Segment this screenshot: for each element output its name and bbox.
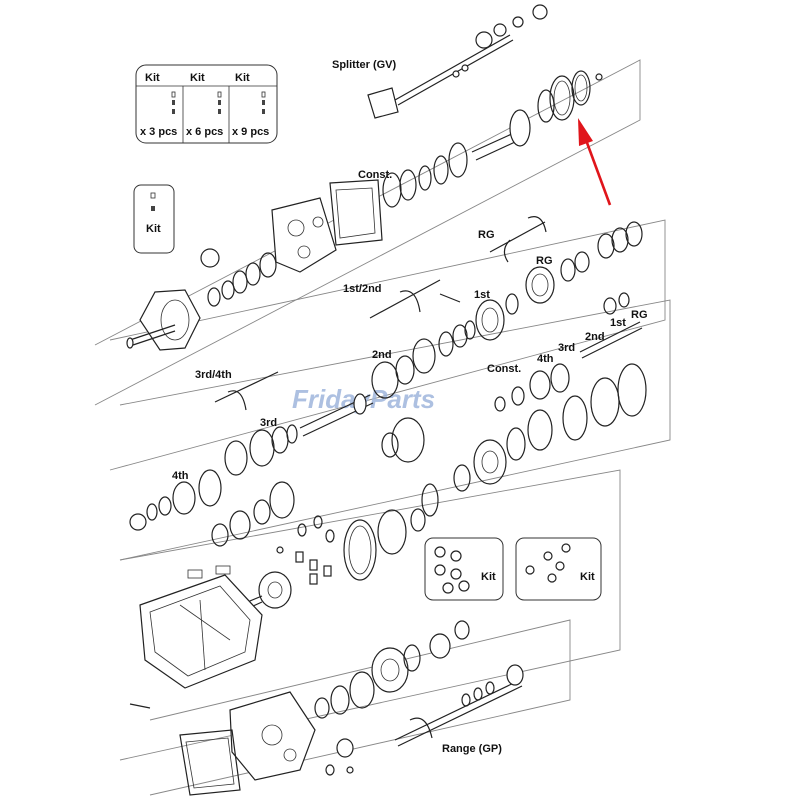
third-cs-label: 3rd <box>558 342 575 354</box>
input-rings <box>200 248 277 307</box>
kit-qty-1: x 3 pcs <box>140 126 177 138</box>
kit-header-1: Kit <box>145 72 160 84</box>
second-gear <box>371 324 468 399</box>
const-gears-top <box>382 142 468 208</box>
kit-table: Kit Kit Kit x 3 pcs x 6 pcs x 9 pcs <box>135 64 278 144</box>
kit-qty-2: x 6 pcs <box>186 126 223 138</box>
kit-header-2: Kit <box>190 72 205 84</box>
front-cover <box>329 179 383 246</box>
kit-qty-3: x 9 pcs <box>232 126 269 138</box>
const-mid-label: Const. <box>487 363 521 375</box>
splitter-shaft <box>367 4 548 119</box>
bearing-kit-2-label: Kit <box>580 571 595 583</box>
small-kit-label: Kit <box>146 223 161 235</box>
synchro-rings-left <box>211 481 295 547</box>
first-cs-label: 1st <box>610 317 626 329</box>
red-arrow <box>578 118 612 206</box>
rear-gasket <box>179 729 241 796</box>
fork-1st-2nd <box>369 279 461 319</box>
range-shaft <box>394 664 524 747</box>
countershaft <box>494 292 643 412</box>
rg-gears <box>525 221 643 304</box>
main-housing <box>139 565 263 689</box>
rg-fork <box>489 216 547 263</box>
range-label: Range (GP) <box>442 743 502 755</box>
second-gear-label: 2nd <box>372 349 392 361</box>
third-gear-label: 3rd <box>260 417 277 429</box>
third-gear <box>224 424 298 476</box>
fourth-cs-label: 4th <box>537 353 554 365</box>
bottom-small-parts <box>129 703 354 776</box>
const-top-label: Const. <box>358 169 392 181</box>
rg-top-label: RG <box>478 229 495 241</box>
front-housing <box>271 197 337 273</box>
fork-3rd-4th-label: 3rd/4th <box>195 369 232 381</box>
planetary-ring <box>343 508 426 581</box>
fourth-gear-label: 4th <box>172 470 189 482</box>
first-gear <box>464 293 519 341</box>
splitter-title: Splitter (GV) <box>332 59 397 71</box>
bearing-kit-box-1: Kit <box>424 537 504 601</box>
mainshaft-top <box>471 70 603 161</box>
planet-pins <box>276 515 335 585</box>
bearing-kit-box-2: Kit <box>515 537 602 601</box>
fork-1st-2nd-label: 1st/2nd <box>343 283 382 295</box>
rear-cover <box>229 691 316 781</box>
first-gear-label: 1st <box>474 289 490 301</box>
mainshaft-middle <box>299 393 374 437</box>
fourth-gear <box>129 469 222 531</box>
kit-header-3: Kit <box>235 72 250 84</box>
kit-pin-icon <box>171 91 266 114</box>
rg-cs-label: RG <box>631 309 648 321</box>
bearing-kit-1-label: Kit <box>481 571 496 583</box>
fork-3rd-4th <box>214 371 279 411</box>
plate-outlines <box>94 59 671 796</box>
small-kit-box: Kit <box>133 184 175 254</box>
range-flange <box>314 620 470 719</box>
rg-mid-label: RG <box>536 255 553 267</box>
bell-housing <box>126 289 201 351</box>
countershaft-gears <box>381 363 647 517</box>
second-cs-label: 2nd <box>585 331 605 343</box>
